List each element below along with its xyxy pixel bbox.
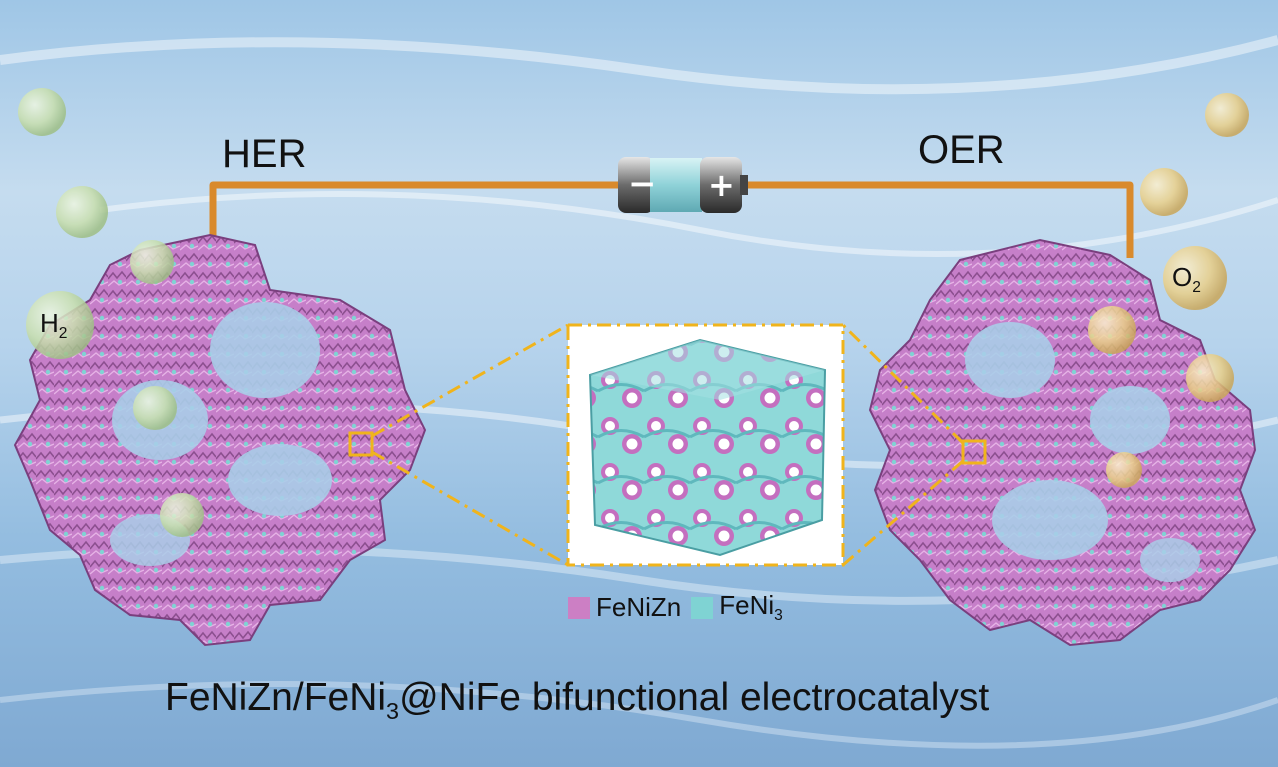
her-label: HER [222,132,307,176]
title-sub: 3 [386,697,400,724]
o2-subscript: 2 [1192,279,1201,297]
title-part2: @NiFe bifunctional electrocatalyst [399,676,990,719]
diagram-title: FeNiZn/FeNi3@NiFe bifunctional electroca… [165,676,989,725]
legend: FeNiZn FeNi3 [568,590,783,625]
h2-label: H2 [40,308,67,343]
zoom-inset [566,323,845,567]
legend-label-feniZn: FeNiZn [596,592,682,623]
legend-label-feni3: FeNi3 [719,590,783,625]
battery-icon: − + [618,157,748,213]
o2-label: O2 [1172,262,1201,297]
title-part1: FeNiZn/FeNi [165,676,387,719]
legend-swatch-feni3 [691,596,714,619]
legend-swatch-feniZn [568,596,590,619]
her-electrode-framework [13,233,427,647]
h2-subscript: 2 [58,325,68,343]
legend-feni3-base: FeNi [719,590,775,620]
zoom-connector-lines [371,323,965,567]
circuit-wire [209,181,1134,258]
legend-feni3-sub: 3 [774,607,783,625]
h2-bubbles [18,88,204,537]
o2-base: O [1172,262,1193,292]
battery-minus-label: − [628,164,657,204]
h2-base: H [40,308,59,338]
oer-label: OER [918,128,1005,172]
battery-plus-label: + [708,166,735,204]
oer-electrode-framework [868,238,1257,647]
o2-bubbles [1088,93,1249,488]
